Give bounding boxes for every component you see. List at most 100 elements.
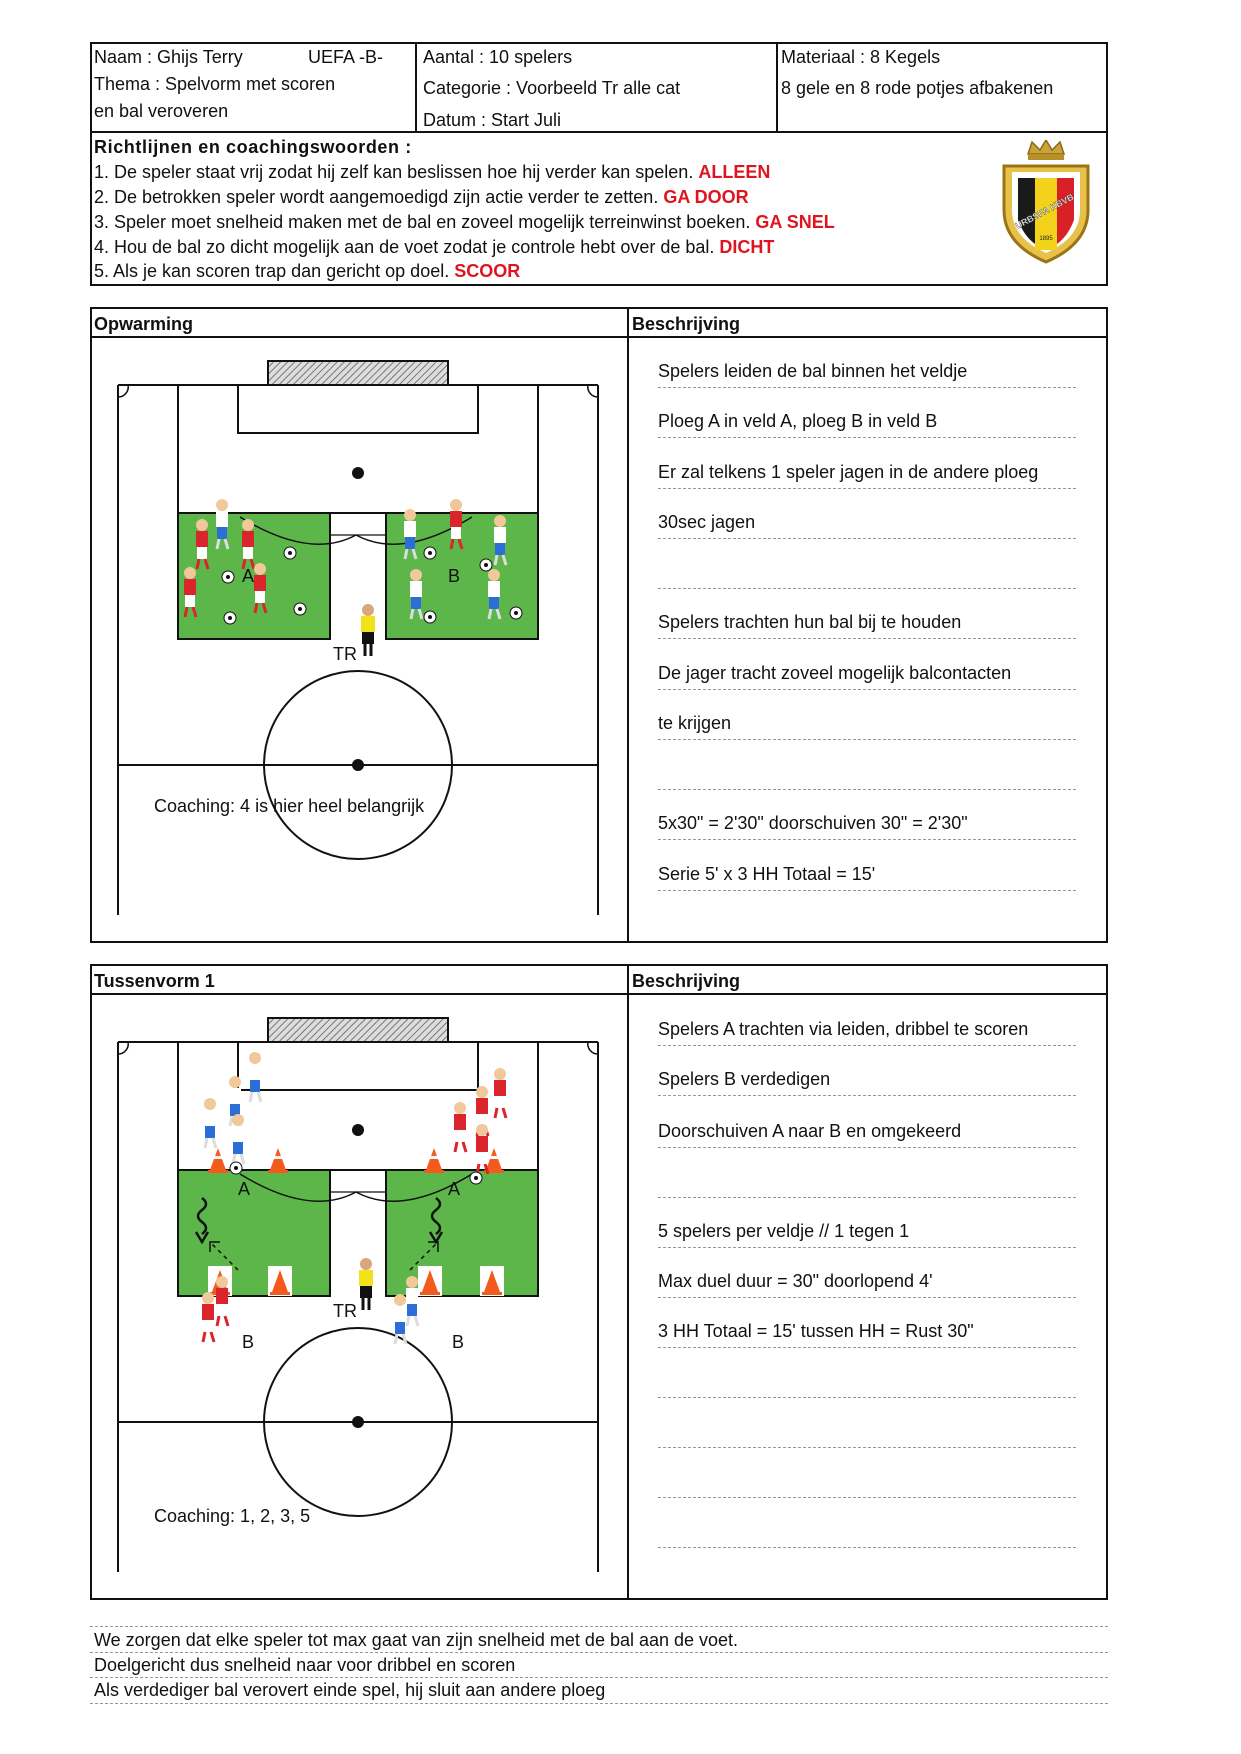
cone-bottom-right-2 xyxy=(480,1266,504,1296)
footer-rule xyxy=(90,1652,1108,1653)
section-warmup-divider xyxy=(627,307,629,943)
goal xyxy=(267,1017,449,1043)
guideline-1: 1. De speler staat vrij zodat hij zelf k… xyxy=(94,162,771,182)
footer-line-3: Als verdediger bal verovert einde spel, … xyxy=(94,1680,606,1700)
player-red xyxy=(183,567,198,618)
label-zone-b: B xyxy=(448,566,460,586)
section-intermediate xyxy=(90,964,1108,1600)
player-red xyxy=(215,1276,230,1327)
trainer-name: Naam : Ghijs Terry xyxy=(94,47,243,67)
dribble-arrow-right xyxy=(430,1197,442,1235)
section-intermediate-divider xyxy=(627,964,629,1600)
date: Datum : Start Juli xyxy=(423,110,562,130)
guidelines-title: Richtlijnen en coachingswoorden : xyxy=(94,137,412,157)
keyword-ga-snel: GA SNEL xyxy=(755,212,835,232)
cone-bottom-left-2 xyxy=(268,1266,292,1296)
header-divider-2 xyxy=(776,42,778,132)
guideline-2: 2. De betrokken speler wordt aangemoedig… xyxy=(94,187,749,207)
desc-line: Doorschuiven A naar B en omgekeerd xyxy=(658,1121,962,1141)
player-blue xyxy=(231,1114,246,1165)
desc-line: 5x30" = 2'30" doorschuiven 30" = 2'30" xyxy=(658,813,968,833)
player-blue xyxy=(403,509,418,560)
coaching-note: Coaching: 1, 2, 3, 5 xyxy=(154,1506,310,1526)
desc-line: Serie 5' x 3 HH Totaal = 15' xyxy=(658,864,876,884)
desc-line: te krijgen xyxy=(658,713,732,733)
material-line-1: Materiaal : 8 Kegels xyxy=(781,47,941,67)
player-blue xyxy=(405,1276,420,1327)
keyword-scoor: SCOOR xyxy=(454,261,521,281)
goal xyxy=(267,360,449,386)
footer-line-1: We zorgen dat elke speler tot max gaat v… xyxy=(94,1630,739,1650)
player-count: Aantal : 10 spelers xyxy=(423,47,573,67)
dribble-arrow-left xyxy=(196,1197,208,1235)
cone-bottom-right-1 xyxy=(418,1266,442,1296)
defender-run-right xyxy=(409,1243,437,1271)
label-attackers-right: A xyxy=(448,1179,460,1199)
header-divider-1 xyxy=(415,42,417,132)
desc-line: 30sec jagen xyxy=(658,512,756,532)
section-intermediate-desc-title: Beschrijving xyxy=(632,971,741,991)
field-left xyxy=(177,1169,331,1297)
desc-line: Max duel duur = 30" doorlopend 4' xyxy=(658,1271,933,1291)
desc-line: Ploeg A in veld A, ploeg B in veld B xyxy=(658,411,938,431)
trainer-figure xyxy=(359,1258,373,1310)
player-blue xyxy=(493,515,508,566)
category: Categorie : Voorbeeld Tr alle cat xyxy=(423,78,681,98)
section-warmup-header-line xyxy=(90,336,1108,338)
player-red xyxy=(253,563,268,614)
section-warmup-desc-title: Beschrijving xyxy=(632,314,741,334)
cone-top-right-2 xyxy=(484,1148,504,1173)
footer-rule-top xyxy=(90,1626,1108,1627)
player-red xyxy=(201,1292,216,1343)
label-defenders-right: B xyxy=(452,1332,464,1352)
keyword-dicht: DICHT xyxy=(719,237,775,257)
section-intermediate-header-line xyxy=(90,993,1108,995)
player-blue xyxy=(248,1052,263,1103)
cone-top-left-1 xyxy=(208,1148,228,1173)
desc-line: Spelers A trachten via leiden, dribbel t… xyxy=(658,1019,1029,1039)
footer-rule-bottom xyxy=(90,1703,1108,1704)
label-trainer: TR xyxy=(333,1301,357,1321)
guideline-3: 3. Speler moet snelheid maken met de bal… xyxy=(94,212,835,232)
player-red xyxy=(449,499,464,550)
player-blue xyxy=(215,499,230,550)
header-table xyxy=(90,42,1108,286)
desc-line: Er zal telkens 1 speler jagen in de ande… xyxy=(658,462,1039,482)
theme-line-1: Thema : Spelvorm met scoren xyxy=(94,74,336,94)
player-blue xyxy=(487,569,502,620)
label-attackers-left: A xyxy=(238,1179,250,1199)
cone-top-left-2 xyxy=(268,1148,288,1173)
desc-line: 5 spelers per veldje // 1 tegen 1 xyxy=(658,1221,910,1241)
guideline-4: 4. Hou de bal zo dicht mogelijk aan de v… xyxy=(94,237,775,257)
defender-run-left xyxy=(211,1243,239,1271)
player-red xyxy=(241,519,256,570)
player-blue xyxy=(203,1098,218,1149)
player-blue xyxy=(393,1294,408,1345)
license-level: UEFA -B- xyxy=(308,47,384,67)
trainer-figure xyxy=(361,604,375,656)
field-right xyxy=(385,1169,539,1297)
label-defenders-left: B xyxy=(242,1332,254,1352)
player-red xyxy=(493,1068,508,1119)
material-line-2: 8 gele en 8 rode potjes afbakenen xyxy=(781,78,1054,98)
player-red xyxy=(475,1124,490,1175)
section-warmup-title: Opwarming xyxy=(94,314,194,334)
desc-line: De jager tracht zoveel mogelijk balconta… xyxy=(658,663,1012,683)
pitch-warmup: A B TR Coaching: 4 is hier heel belangri… xyxy=(117,360,599,915)
logo-year: 1895 xyxy=(1039,236,1053,242)
header-divider-bottom xyxy=(90,131,1108,133)
label-trainer: TR xyxy=(333,644,357,664)
desc-line: Spelers leiden de bal binnen het veldje xyxy=(658,361,968,381)
section-intermediate-title: Tussenvorm 1 xyxy=(94,971,215,991)
footer-rule xyxy=(90,1677,1108,1678)
guideline-5: 5. Als je kan scoren trap dan gericht op… xyxy=(94,261,521,281)
footer-line-2: Doelgericht dus snelheid naar voor dribb… xyxy=(94,1655,516,1675)
keyword-ga-door: GA DOOR xyxy=(663,187,749,207)
keyword-alleen: ALLEEN xyxy=(698,162,771,182)
pitch-intermediate: A A B B TR Coaching: 1, 2, 3, 5 xyxy=(117,1017,599,1572)
player-red xyxy=(453,1102,468,1153)
label-zone-a: A xyxy=(242,566,254,586)
player-blue xyxy=(409,569,424,620)
theme-line-2: en bal veroveren xyxy=(94,101,229,121)
federation-logo: URBSFA KBVB 1895 xyxy=(1002,140,1090,264)
